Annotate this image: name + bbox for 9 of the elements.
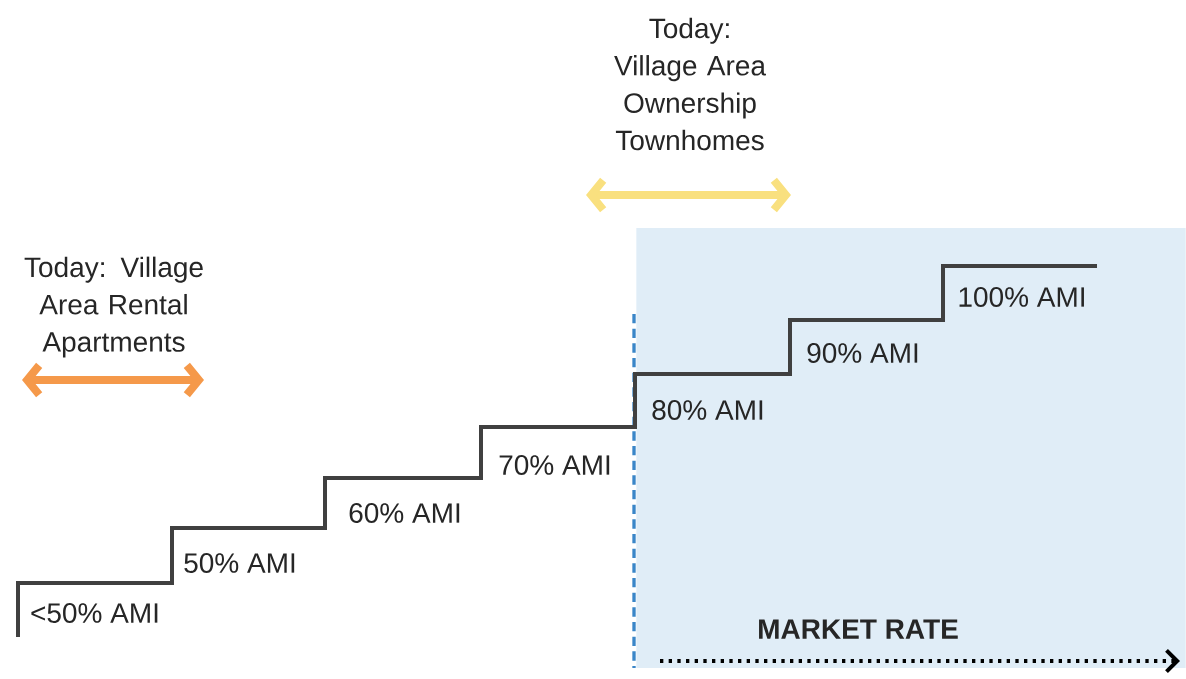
range-label: Today: Village Area Ownership Townhomes [614, 17, 766, 151]
ami-label: 50% AMI [184, 553, 295, 573]
ami-label: 70% AMI [499, 455, 610, 475]
ami-label: <50% AMI [31, 603, 158, 623]
range-label: Today: Village Area Rental Apartments [24, 256, 203, 358]
ami-label: 90% AMI [807, 343, 918, 363]
ami-label: 80% AMI [652, 400, 763, 420]
ami-label: 60% AMI [349, 503, 460, 523]
ami-label: 100% AMI [959, 287, 1084, 307]
